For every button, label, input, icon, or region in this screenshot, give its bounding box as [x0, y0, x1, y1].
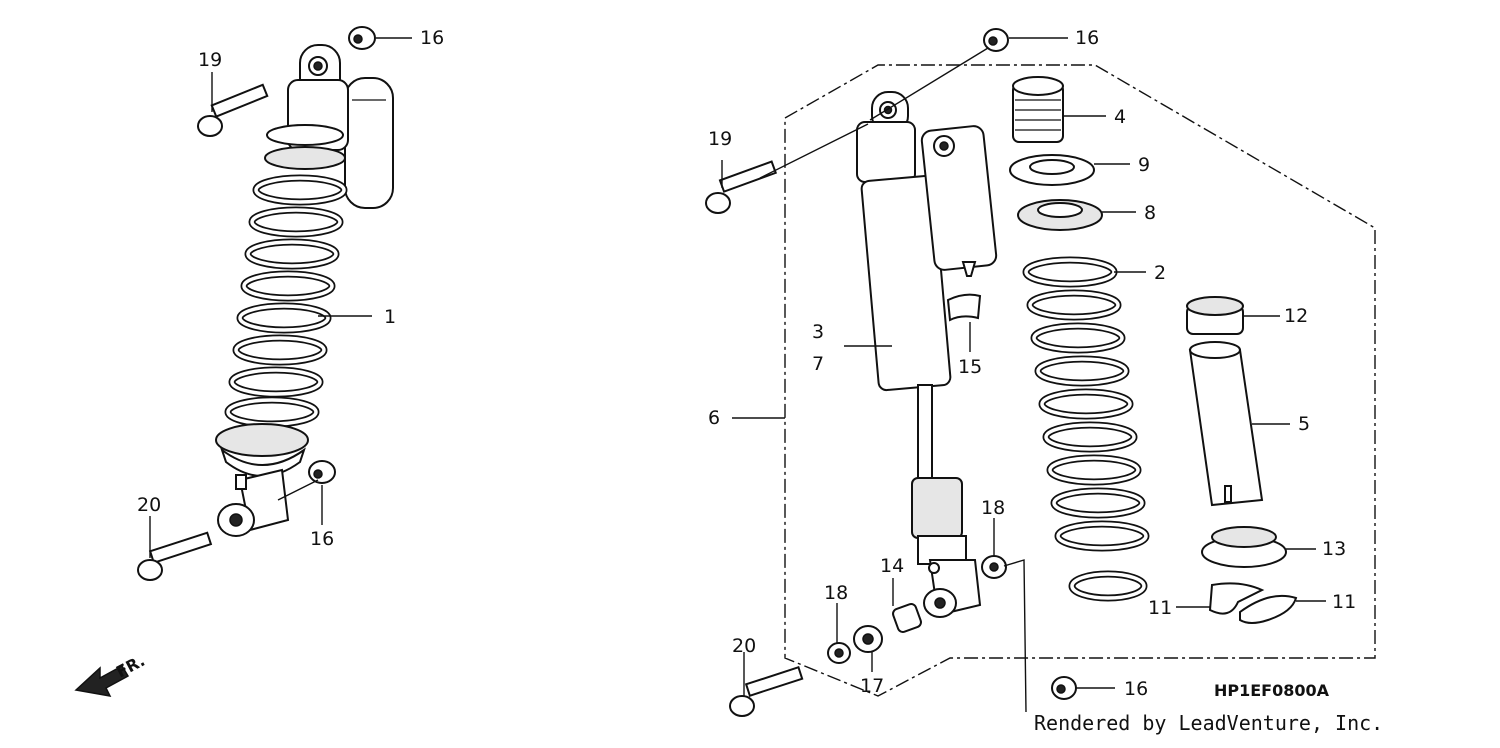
callout-16-right-bottom: 16: [1124, 678, 1148, 700]
lock-nut-8: [1017, 199, 1103, 231]
label-15: [946, 293, 982, 322]
callout-19-left: 19: [198, 49, 222, 71]
callout-2: 2: [1154, 262, 1166, 284]
shock-body: [856, 91, 982, 618]
callout-20-left: 20: [137, 494, 161, 516]
washer-18-left: [827, 642, 851, 664]
callout-4: 4: [1114, 106, 1126, 128]
callout-3: 3: [812, 321, 824, 343]
callout-7: 7: [812, 353, 824, 375]
bushing-14: [892, 603, 922, 633]
lock-nut-9: [1009, 154, 1095, 186]
callout-16-left-bottom: 16: [310, 528, 334, 550]
callout-5: 5: [1298, 413, 1310, 435]
left-nut-bottom: [308, 460, 336, 484]
seat-13: [1201, 526, 1287, 568]
reservoir: [920, 125, 998, 277]
right-nut-top: [983, 28, 1009, 52]
callout-16-right-top: 16: [1075, 27, 1099, 49]
callout-18-right: 18: [981, 497, 1005, 519]
left-spring-coils: [224, 174, 348, 428]
left-bolt-19: [197, 83, 269, 137]
callout-19-right: 19: [708, 128, 732, 150]
spring-2: [1022, 256, 1150, 602]
left-bolt-20: [137, 531, 213, 581]
callout-8: 8: [1144, 202, 1156, 224]
callout-18-left: 18: [824, 582, 848, 604]
stopper-11-right: [1239, 594, 1298, 624]
front-direction-arrow-icon: [74, 664, 130, 697]
callout-1: 1: [384, 306, 396, 328]
sleeve-5: [1188, 341, 1264, 507]
callout-15: 15: [958, 356, 982, 378]
callout-14: 14: [880, 555, 904, 577]
callout-13: 13: [1322, 538, 1346, 560]
callout-6: 6: [708, 407, 720, 429]
callout-12: 12: [1284, 305, 1308, 327]
credit-line: Rendered by LeadVenture, Inc.: [1034, 711, 1383, 735]
washer-18-right: [981, 555, 1007, 579]
callout-9: 9: [1138, 154, 1150, 176]
right-nut-bottom: [1051, 676, 1077, 700]
adjuster-4: [1012, 76, 1064, 143]
cap-12: [1186, 296, 1244, 335]
callout-16-left-top: 16: [420, 27, 444, 49]
assembly-frame: [784, 64, 1376, 697]
right-bolt-20: [729, 666, 804, 717]
callout-20-right: 20: [732, 635, 756, 657]
callout-11-right: 11: [1332, 591, 1356, 613]
washer-17: [853, 625, 883, 653]
right-bolt-19: [705, 160, 778, 214]
left-nut-top: [348, 26, 376, 50]
callout-17: 17: [860, 675, 884, 697]
stopper-11-left: [1208, 582, 1265, 615]
drawing-code: HP1EF0800A: [1214, 681, 1330, 700]
callout-11-left: 11: [1148, 597, 1172, 619]
assembled-shock-absorber: [215, 44, 394, 537]
